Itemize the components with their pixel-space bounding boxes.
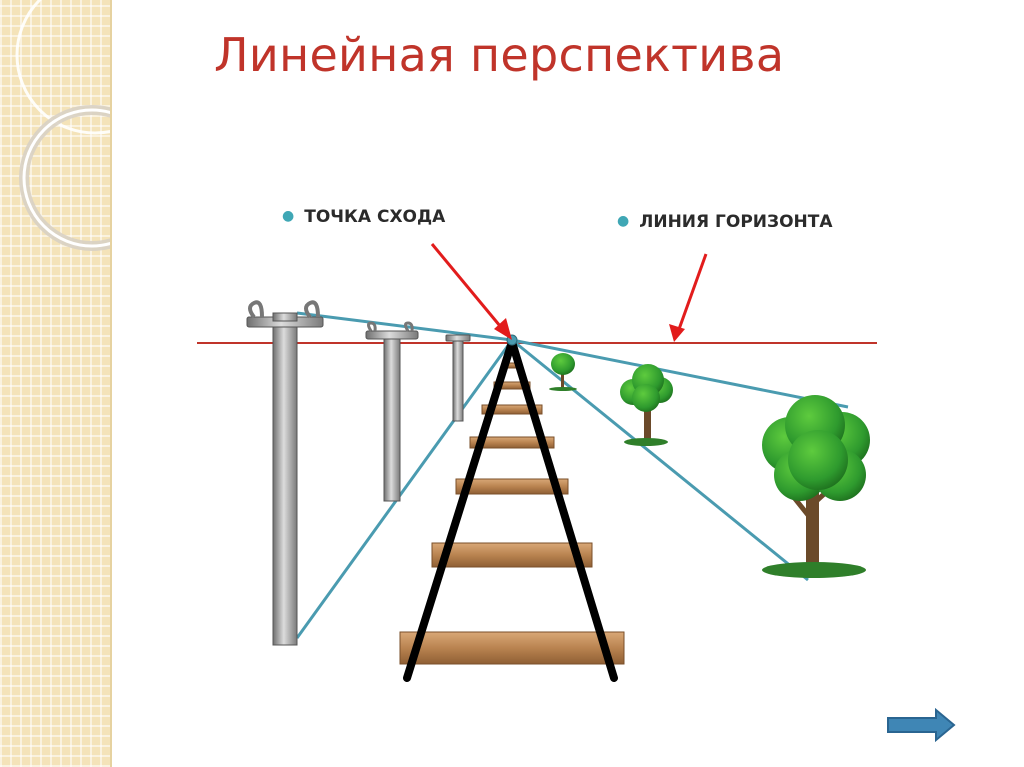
arrow-to-horizon-line	[669, 253, 708, 342]
decorative-side-strip	[0, 0, 112, 767]
tree-near	[762, 395, 870, 578]
tree-far	[549, 353, 577, 391]
tree-middle	[620, 364, 673, 446]
next-slide-button[interactable]	[886, 707, 956, 743]
bullet-label: ЛИНИЯ ГОРИЗОНТА	[639, 212, 833, 232]
railway-rails	[403, 338, 618, 682]
slide-title: Линейная перспектива	[214, 28, 785, 82]
bullet-horizon-line: ● ЛИНИЯ ГОРИЗОНТА	[617, 212, 833, 232]
bullet-dot-icon: ●	[617, 213, 630, 229]
bullet-vanishing-point: ● ТОЧКА СХОДА	[282, 207, 445, 227]
bullet-dot-icon: ●	[282, 208, 295, 224]
telegraph-pole-near	[246, 300, 324, 646]
arrow-right-icon	[887, 707, 956, 743]
arrow-to-vanishing-point	[430, 243, 512, 340]
bullet-label: ТОЧКА СХОДА	[304, 207, 446, 227]
telegraph-pole-middle	[365, 321, 419, 502]
railway-sleepers	[399, 362, 625, 665]
decorative-circles	[15, 0, 110, 251]
telegraph-pole-far	[445, 334, 471, 422]
